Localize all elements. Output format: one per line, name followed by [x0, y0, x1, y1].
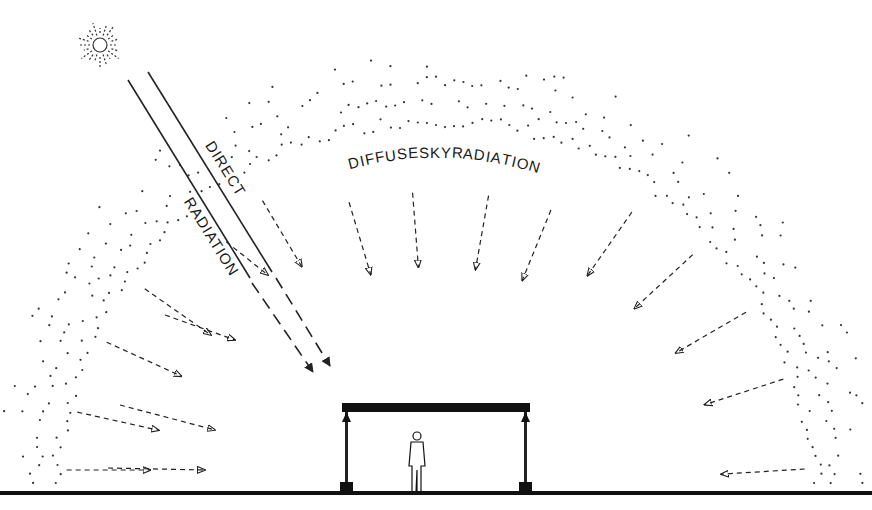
person-figure	[409, 432, 425, 492]
sun-symbol	[78, 23, 119, 68]
ground-line	[0, 491, 872, 495]
sky-dots	[3, 60, 864, 485]
beam-label: RADIATION	[180, 192, 244, 280]
direct-beam	[128, 72, 330, 372]
beam-label: DIRECT	[201, 136, 250, 201]
shelter-structure	[340, 403, 532, 493]
diffuse-arrows	[67, 193, 805, 474]
